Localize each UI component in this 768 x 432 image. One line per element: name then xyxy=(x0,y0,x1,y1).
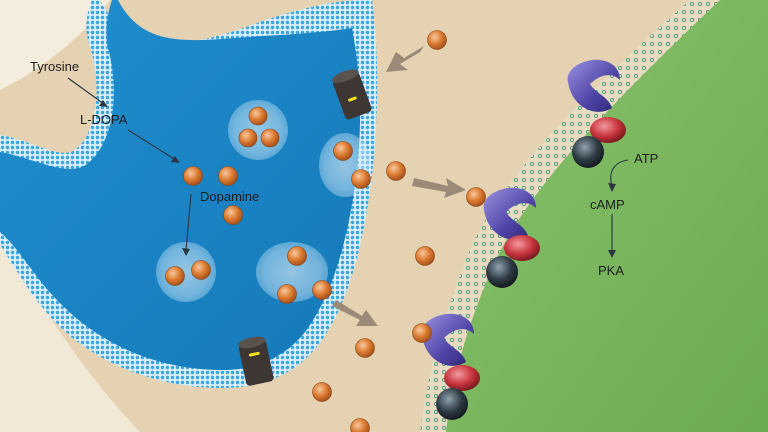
label-pka: PKA xyxy=(598,263,625,278)
extracellular-light-bottom xyxy=(0,240,140,432)
receptor-complex-3 xyxy=(421,313,480,420)
receptor-complex-2 xyxy=(483,187,540,288)
label-dopamine: Dopamine xyxy=(200,189,260,204)
label-l-dopa: L-DOPA xyxy=(80,112,128,127)
synthesis-arrows xyxy=(67,77,192,256)
signaling-arrows xyxy=(608,159,629,258)
receptor-complex-1 xyxy=(567,59,626,168)
label-tyrosine: Tyrosine xyxy=(30,59,80,74)
postsynaptic-cell xyxy=(446,0,768,432)
dopamine-transporter-bottom xyxy=(238,336,274,386)
label-camp: cAMP xyxy=(590,197,625,212)
dopamine-transporter-top xyxy=(331,69,372,120)
extracellular-light xyxy=(0,0,110,90)
label-atp: ATP xyxy=(634,151,659,166)
release-arrows xyxy=(332,46,466,326)
dopamine-molecules xyxy=(165,30,486,432)
